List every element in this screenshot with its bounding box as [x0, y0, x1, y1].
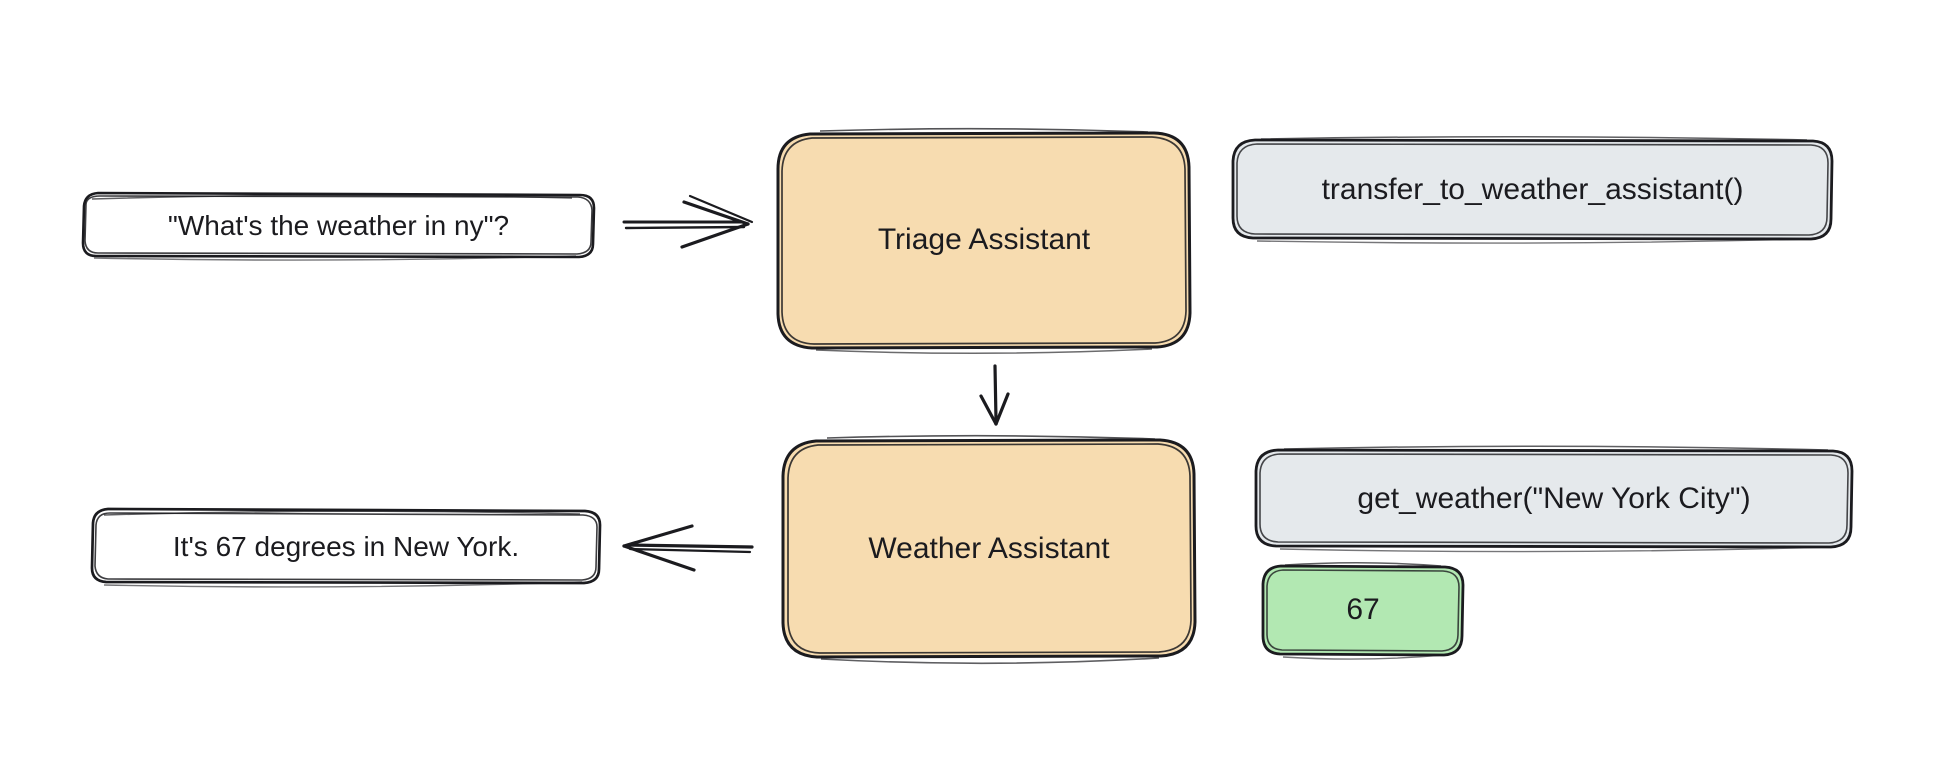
assistant-reply-node[interactable]: It's 67 degrees in New York. — [82, 505, 610, 588]
edge-weather-to-reply — [622, 524, 754, 572]
triage-assistant-node[interactable]: Triage Assistant — [770, 125, 1198, 355]
assistant-reply-label: It's 67 degrees in New York. — [172, 530, 520, 562]
weather-assistant-node[interactable]: Weather Assistant — [775, 432, 1203, 665]
user-message-node[interactable]: "What's the weather in ny"? — [72, 190, 605, 261]
weather-tool-label: get_weather("New York City") — [1357, 482, 1751, 516]
tool-result-node[interactable]: 67 — [1255, 560, 1471, 660]
edge-triage-to-weather — [979, 364, 1010, 426]
transfer-tool-node[interactable]: transfer_to_weather_assistant() — [1225, 135, 1840, 245]
tool-result-label: 67 — [1346, 593, 1380, 627]
user-message-label: "What's the weather in ny"? — [167, 209, 510, 241]
weather-tool-node[interactable]: get_weather("New York City") — [1248, 445, 1860, 553]
edge-user-to-triage — [622, 194, 754, 249]
transfer-tool-label: transfer_to_weather_assistant() — [1321, 173, 1744, 207]
weather-assistant-label: Weather Assistant — [868, 531, 1110, 565]
triage-assistant-label: Triage Assistant — [877, 223, 1091, 257]
